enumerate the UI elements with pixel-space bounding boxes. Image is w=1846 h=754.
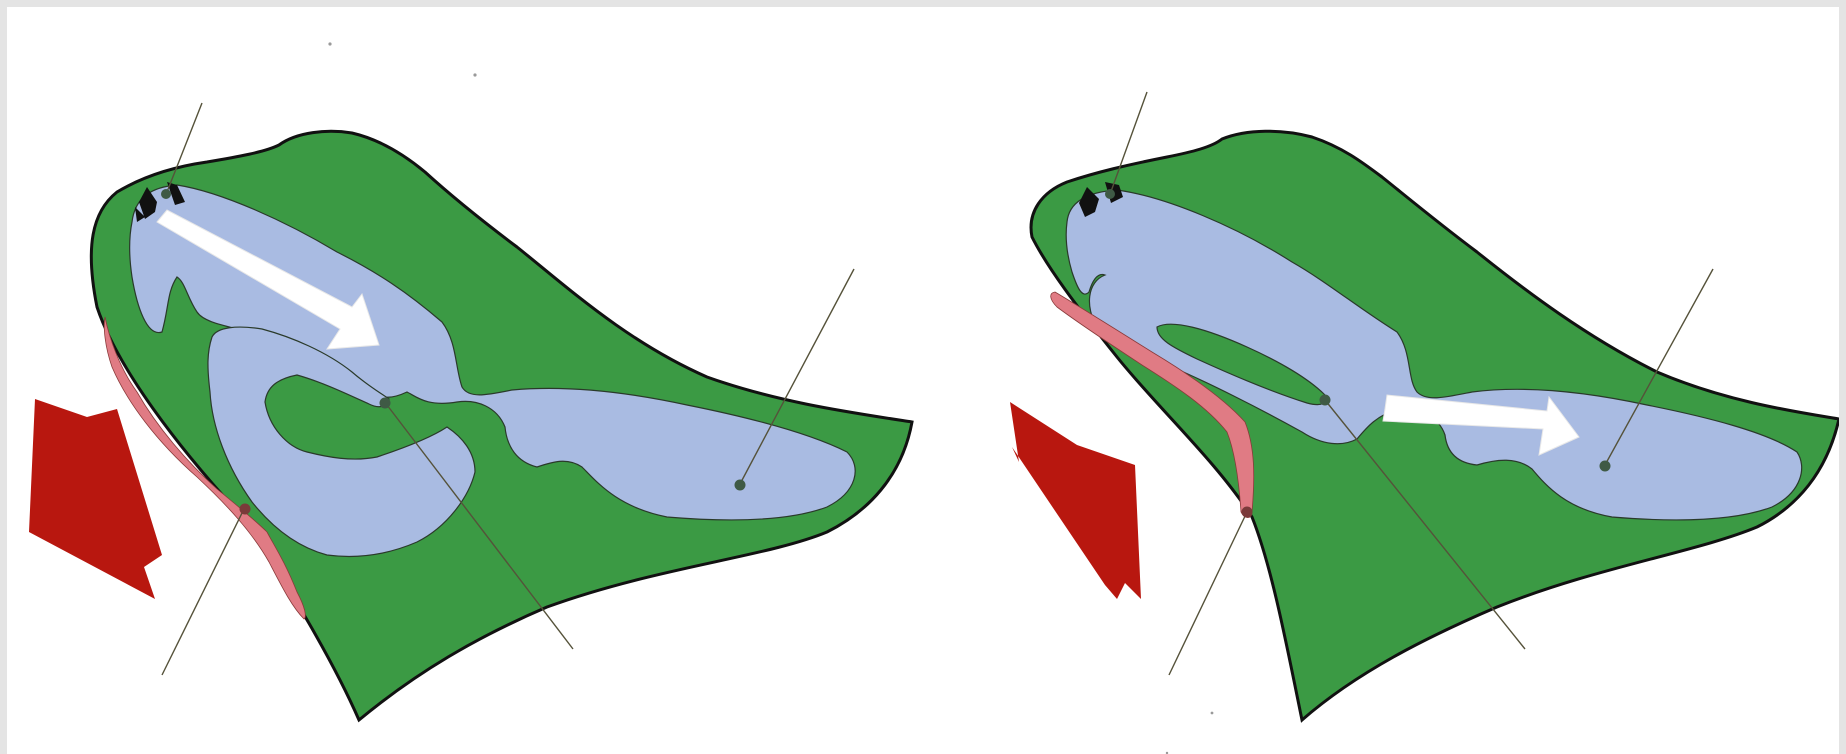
diagram <box>7 7 1839 754</box>
left-panel <box>29 103 912 720</box>
force-arrow-icon <box>29 399 162 599</box>
right-panel <box>1010 92 1839 720</box>
force-arrow-icon <box>1010 402 1141 599</box>
figure-frame <box>7 7 1839 754</box>
